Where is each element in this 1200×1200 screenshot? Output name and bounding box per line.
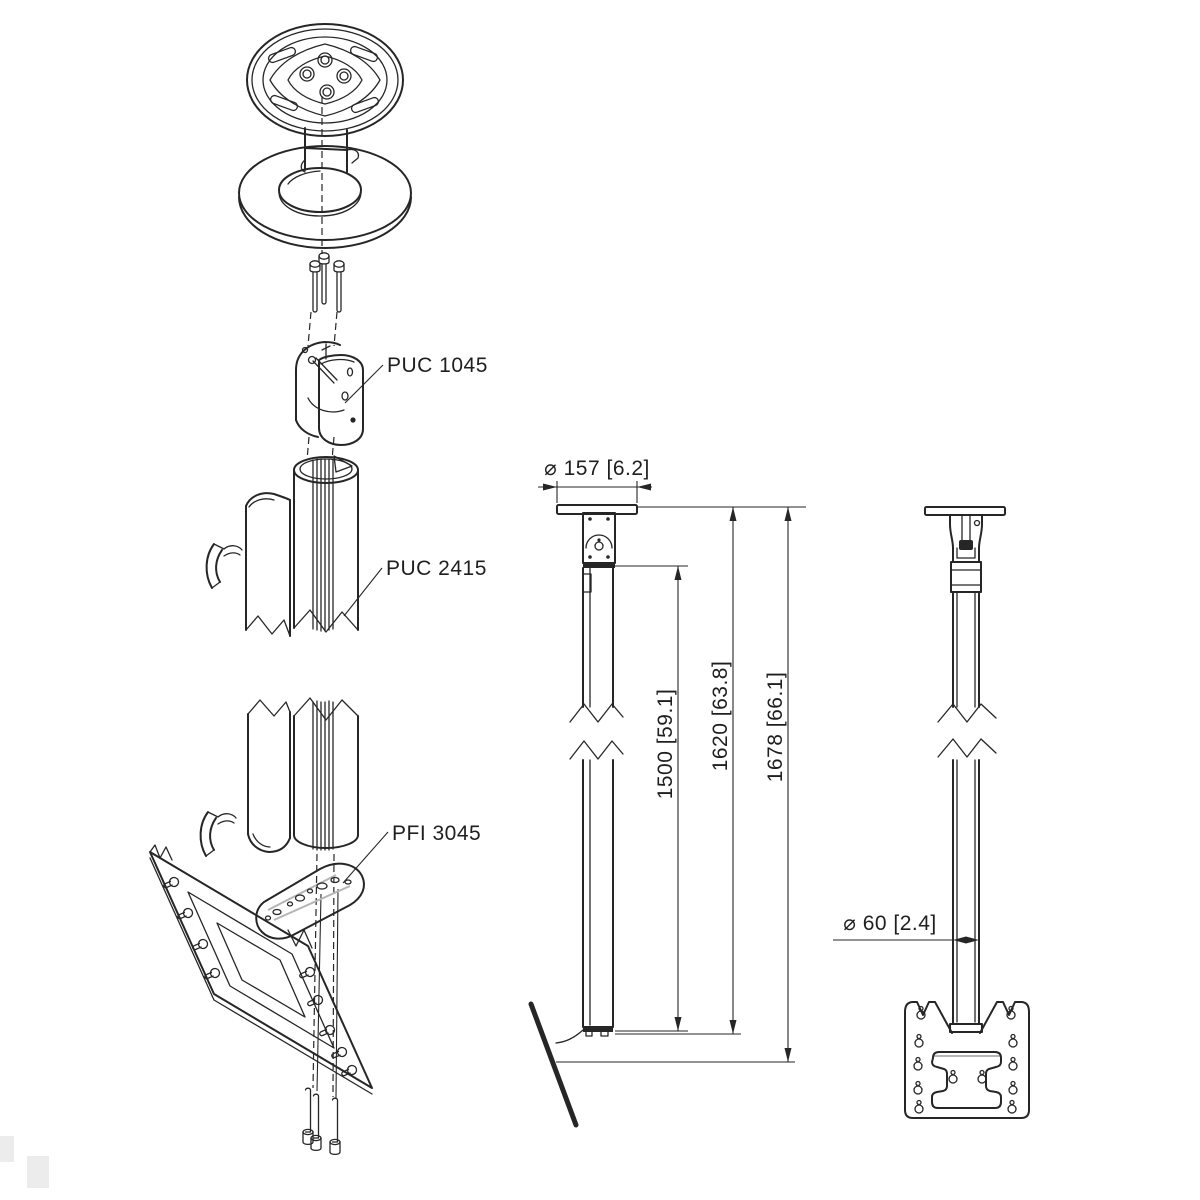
label-puc-2415: PUC 2415 (386, 557, 487, 580)
label-puc-1045: PUC 1045 (387, 354, 488, 377)
exploded-view: PUC 1045 PUC 2415 PFI 3045 (149, 23, 488, 1156)
dim-mount-1620: 1620 [63.8] (615, 507, 741, 1035)
dim-overall-1678: 1678 [66.1] (556, 507, 795, 1063)
front-pole (937, 591, 997, 1033)
front-pole-collar (950, 561, 982, 593)
front-ceiling-plate (924, 506, 1006, 516)
cover-strip-lower (247, 699, 291, 853)
puc-1045-coupler (295, 341, 364, 446)
front-view: ⌀ 60 [2.4] (833, 506, 1030, 1119)
part-label-puc1045: PUC 1045 (344, 354, 488, 404)
dim-text-60: ⌀ 60 [2.4] (843, 912, 937, 935)
strip-clip-upper (205, 543, 243, 589)
dim-text-1620: 1620 [63.8] (709, 661, 732, 772)
disc-slots (267, 45, 380, 114)
puc-2415-pole-lower (293, 697, 359, 851)
dim-pole-diameter: ⌀ 60 [2.4] (833, 912, 979, 944)
dim-pole-1500: 1500 [59.1] (614, 565, 688, 1032)
mounting-screws (309, 252, 345, 313)
side-display-panel (528, 1001, 579, 1128)
part-label-pfi3045: PFI 3045 (342, 822, 481, 884)
pfi-3045-vesa-plate (149, 844, 373, 1095)
strip-clip-lower (199, 811, 237, 857)
puc-2415-pole-upper (293, 455, 359, 633)
side-view: ⌀ 157 [6.2] 1500 [59.1] 1620 [63.8] 1678… (528, 457, 806, 1128)
cover-strip-upper (245, 492, 291, 637)
label-pfi-3045: PFI 3045 (392, 822, 481, 845)
display-screws (302, 1087, 341, 1156)
ceiling-plate-disc (246, 23, 404, 137)
side-pole (555, 567, 624, 1044)
dim-text-1678: 1678 [66.1] (764, 672, 787, 783)
part-label-puc2415: PUC 2415 (343, 557, 487, 617)
dim-top-diameter: ⌀ 157 [6.2] (538, 457, 652, 503)
side-coupler-bracket (582, 512, 616, 568)
dim-text-1500: 1500 [59.1] (654, 689, 677, 800)
watermark-smudge (0, 1136, 49, 1188)
disc-hinge-post (300, 127, 360, 173)
ceiling-cover-ring (238, 145, 412, 249)
disc-bolts (299, 52, 352, 100)
front-rail-bracket (904, 1001, 1030, 1119)
front-coupler-bracket (949, 514, 983, 563)
dim-text-157: ⌀ 157 [6.2] (544, 457, 650, 480)
pfi-3045-arm (255, 862, 365, 940)
